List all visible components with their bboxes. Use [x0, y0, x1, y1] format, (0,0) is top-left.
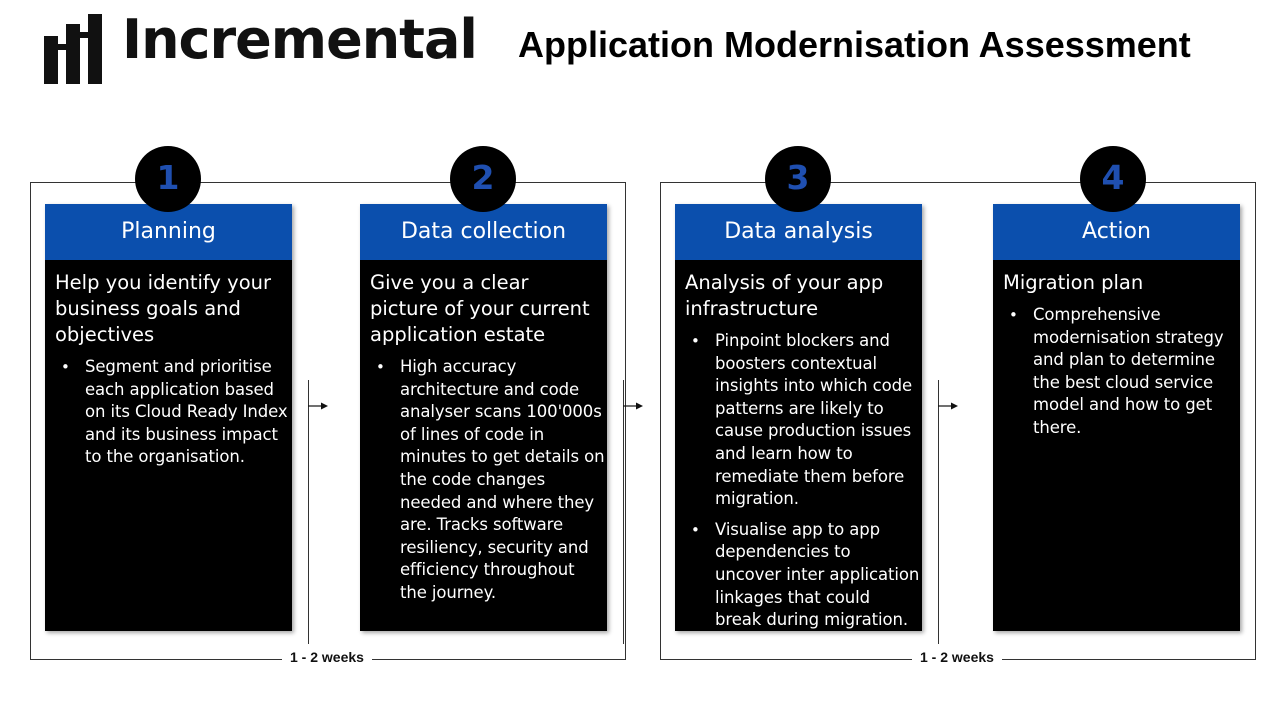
- duration-label-2: 1 - 2 weeks: [912, 649, 1002, 665]
- step-bullets: High accuracy architecture and code anal…: [360, 356, 607, 605]
- step-bullet: Segment and prioritise each application …: [61, 356, 290, 469]
- step-bullet: Pinpoint blockers and boosters contextua…: [691, 330, 920, 511]
- step-subtitle: Give you a clear picture of your current…: [370, 271, 590, 346]
- step-heading: Data analysis: [675, 204, 922, 260]
- connector-line-2: [623, 380, 624, 644]
- step-card-planning: Planning Help you identify your business…: [45, 204, 292, 631]
- logo-wordmark: Incremental: [122, 8, 478, 71]
- connector-line-3: [938, 380, 939, 644]
- arrow-right-icon: [308, 402, 328, 410]
- step-number-badge: 1: [135, 146, 201, 212]
- duration-label-1: 1 - 2 weeks: [282, 649, 372, 665]
- step-subtitle: Help you identify your business goals an…: [55, 271, 272, 346]
- step-bullet: High accuracy architecture and code anal…: [376, 356, 605, 605]
- step-heading: Action: [993, 204, 1240, 260]
- step-bullets: Segment and prioritise each application …: [45, 356, 292, 469]
- incremental-bars-logo-icon: [44, 14, 102, 84]
- step-bullet: Comprehensive modernisation strategy and…: [1009, 304, 1238, 440]
- step-number-badge: 3: [765, 146, 831, 212]
- step-number-badge: 2: [450, 146, 516, 212]
- step-bullets: Comprehensive modernisation strategy and…: [993, 304, 1240, 440]
- step-card-data-collection: Data collection Give you a clear picture…: [360, 204, 607, 631]
- page-title: Application Modernisation Assessment: [518, 24, 1191, 65]
- step-heading: Data collection: [360, 204, 607, 260]
- step-number-badge: 4: [1080, 146, 1146, 212]
- step-card-data-analysis: Data analysis Analysis of your app infra…: [675, 204, 922, 631]
- step-bullets: Pinpoint blockers and boosters contextua…: [675, 330, 922, 632]
- step-subtitle: Migration plan: [1003, 271, 1144, 294]
- step-subtitle: Analysis of your app infrastructure: [685, 271, 884, 320]
- step-card-action: Action Migration plan Comprehensive mode…: [993, 204, 1240, 631]
- step-bullet: Visualise app to app dependencies to unc…: [691, 519, 920, 632]
- connector-line-1: [308, 380, 309, 644]
- arrow-right-icon: [938, 402, 958, 410]
- step-heading: Planning: [45, 204, 292, 260]
- arrow-right-icon: [623, 402, 643, 410]
